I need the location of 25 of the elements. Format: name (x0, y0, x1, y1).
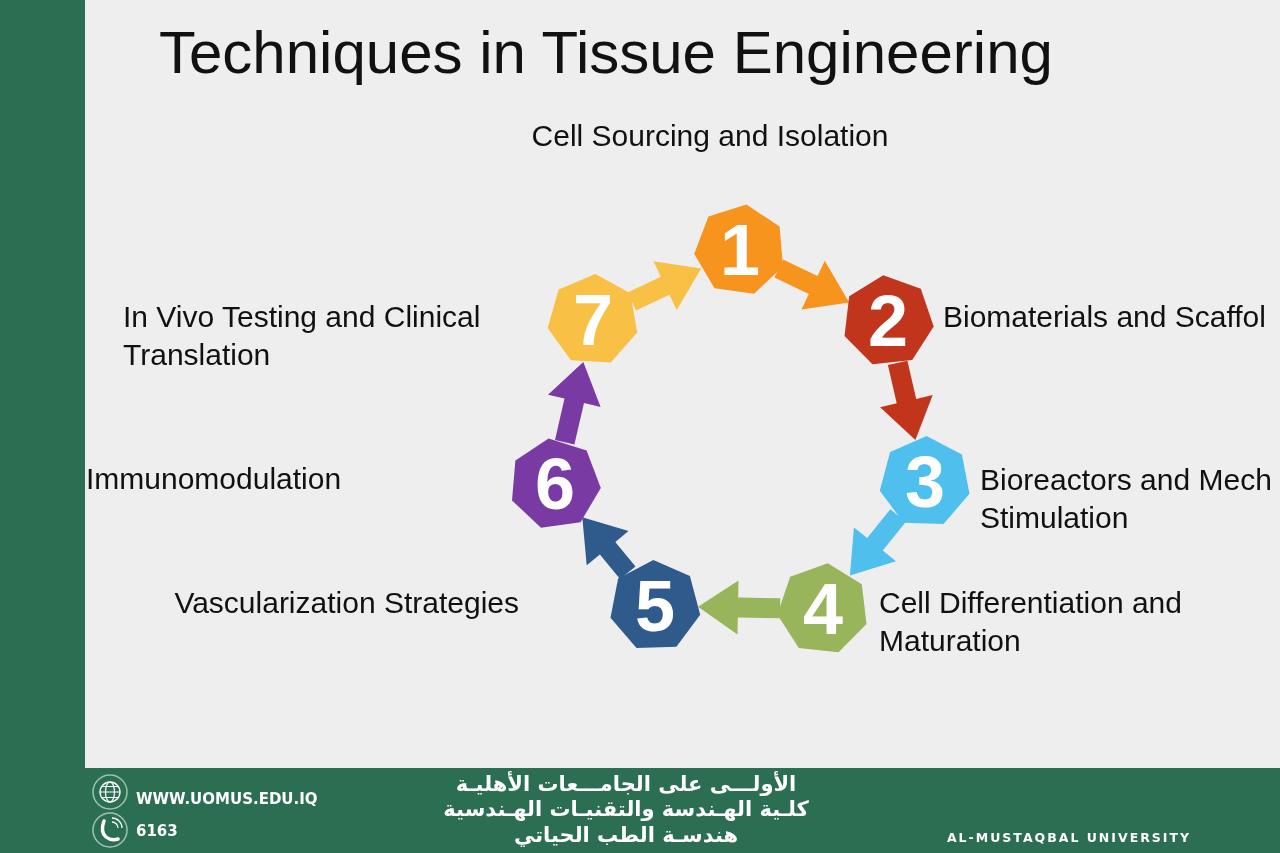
arrow (880, 360, 933, 441)
arrow (582, 517, 636, 580)
step-label: Cell Differentiation and Maturation (879, 585, 1183, 659)
website-address: WWW.UOMUS.EDU.IQ (136, 790, 318, 808)
footer-text: هندسـة الطب الحياتي (514, 823, 738, 848)
step-badge: 1 (694, 204, 786, 296)
step-label: Biomaterials and Scaffol (943, 299, 1266, 335)
step-label: Immunomodulation (86, 461, 342, 497)
step-label: Bioreactors and Mech Stimulation (980, 462, 1273, 536)
step-badge: 6 (509, 438, 601, 530)
step-badge: 2 (842, 275, 934, 367)
phone-number: 6163 (136, 822, 178, 840)
footer-text: كلـية الهـندسة والتقنيـات الهـندسية (443, 797, 809, 822)
arrow (548, 361, 601, 445)
step-label: Cell Sourcing and Isolation (531, 118, 889, 154)
university-name: AL-MUSTAQBAL UNIVERSITY (946, 830, 1192, 846)
title: Techniques in Tissue Engineering (159, 18, 1053, 87)
footer-text: الأولـــى على الجامـــعات الأهليـة (455, 772, 797, 797)
arrow (849, 509, 906, 576)
arrow (698, 580, 781, 635)
step-label: Vascularization Strategies (174, 585, 519, 621)
arrow (627, 261, 702, 311)
step-label: In Vivo Testing and Clinical Translation (123, 299, 482, 373)
arrow (774, 259, 850, 310)
step-badge: 4 (777, 563, 869, 655)
